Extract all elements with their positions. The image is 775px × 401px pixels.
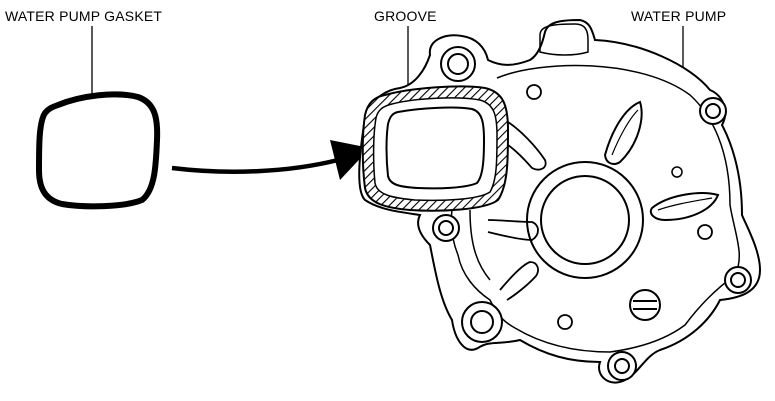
install-arrow-shaft (171, 157, 339, 174)
water-pump-label: WATER PUMP (631, 8, 727, 24)
bolt-hole-left-middle (432, 214, 460, 242)
water-pump-gasket (36, 91, 161, 210)
groove-label: GROOVE (374, 8, 437, 24)
flange-web (469, 209, 491, 281)
dimple (671, 166, 683, 178)
coolant-passage-lower (487, 219, 539, 241)
coolant-passage-upper (507, 121, 547, 171)
dimple (526, 84, 542, 100)
top-mounting-tab (539, 23, 589, 56)
impeller-housing-inner (540, 175, 630, 265)
water-pump-gasket-label: WATER PUMP GASKET (5, 8, 163, 24)
slotted-plug (629, 289, 661, 321)
coolant-passage-diagonal (499, 261, 539, 301)
rib-right (649, 192, 720, 222)
bolt-hole-right-lower (724, 266, 752, 294)
bolt-hole-bottom-right (607, 351, 637, 381)
bolt-hole-top-left (440, 46, 476, 82)
bolt-hole-right-upper (699, 97, 727, 125)
bolt-hole-bottom-left (461, 301, 503, 343)
rib-upper (603, 100, 643, 165)
pump-flange-inner-outline (450, 64, 741, 353)
dimple (557, 314, 573, 330)
dimple (697, 224, 713, 240)
coolant-port-opening (385, 106, 486, 190)
